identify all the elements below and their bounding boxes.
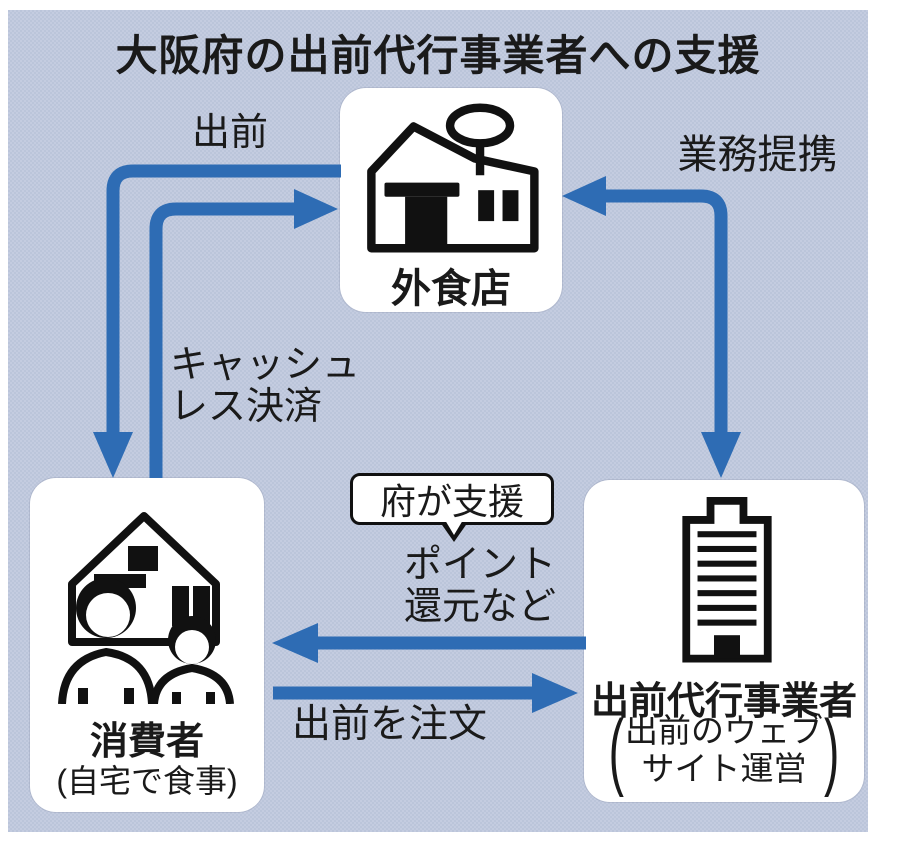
support-callout-label: 府が支援 [379,481,524,522]
partnership-edge-label: 業務提携 [677,133,838,177]
consumer-sublabel: (自宅で食事) [56,763,238,799]
cashless-label-line2: レス決済 [170,386,323,428]
diagram-title: 大阪府の出前代行事業者への支援 [115,32,761,79]
office-building-icon [662,492,792,664]
points-label-line2: 還元など [404,586,557,628]
points-label-line1: ポイント [404,544,557,586]
storefront-icon [362,102,540,254]
consumer-label: 消費者 [89,721,204,763]
restaurant-label: 外食店 [391,267,511,311]
cashless-edge-label: キャッシュ レス決済 [170,344,360,428]
cashless-label-line1: キャッシュ [170,344,361,386]
order-edge-label: 出前を注文 [292,703,488,746]
agency-sublabel: ( 出前のウェブ サイト運営 ) [584,707,864,792]
support-callout: 府が支援 [350,473,554,542]
agency-sublabel-line1: 出前のウェブ [625,712,823,749]
paren-open: ( [608,701,624,799]
house-family-icon [42,490,248,704]
agency-label: 出前代行事業者 [590,681,857,723]
agency-sublabel-line2: サイト運営 [641,750,807,787]
paren-close: ) [824,701,840,799]
demae-edge-label: 出前 [191,112,268,154]
points-edge-label: ポイント 還元など [404,544,556,628]
